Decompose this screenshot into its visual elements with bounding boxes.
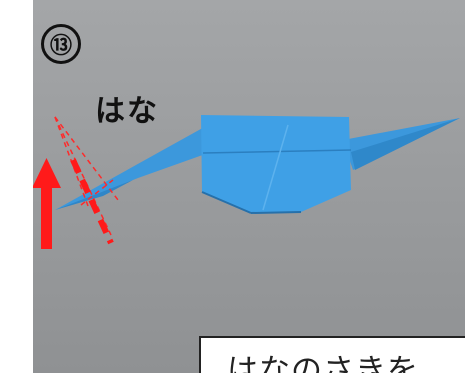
paper-left-point (55, 125, 211, 210)
paper-right-shadow (351, 118, 460, 170)
nose-label: はな (95, 94, 159, 129)
origami-illustration (33, 0, 465, 373)
paper-bottom-edge (250, 211, 302, 214)
paper-fold-line (202, 149, 352, 154)
step-number: ⑬ (49, 34, 72, 59)
paper-left-shadow (55, 180, 133, 210)
paper-edge-shadow (201, 191, 252, 214)
origami-photo (33, 0, 465, 373)
caption-box: はなのさきを (199, 336, 465, 373)
paper-crease (262, 124, 289, 211)
fold-line-thick (70, 158, 114, 245)
up-arrow-icon (33, 158, 61, 249)
caption-text: はなのさきを (227, 353, 419, 373)
step-number-badge: ⑬ (41, 24, 81, 64)
